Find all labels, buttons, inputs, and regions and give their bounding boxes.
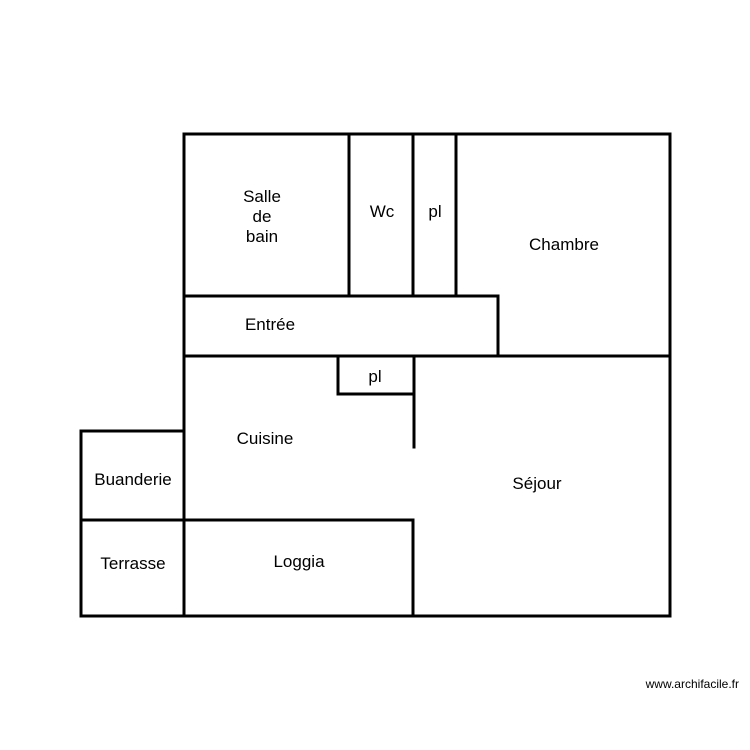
watermark: www.archifacile.fr [645, 677, 739, 691]
label-wc: Wc [370, 202, 395, 221]
label-chambre: Chambre [529, 235, 599, 254]
label-loggia: Loggia [273, 552, 325, 571]
label-entree: Entrée [245, 315, 295, 334]
label-cuisine: Cuisine [237, 429, 294, 448]
room-labels: Salle de bain Wc pl Chambre Entrée pl Cu… [94, 187, 599, 573]
label-salle-de-bain-line-2: de [253, 207, 272, 226]
label-buanderie: Buanderie [94, 470, 172, 489]
label-sejour: Séjour [512, 474, 561, 493]
label-salle-de-bain-line-3: bain [246, 227, 278, 246]
label-placard-2: pl [368, 367, 381, 386]
label-placard-1: pl [428, 202, 441, 221]
label-salle-de-bain-line-1: Salle [243, 187, 281, 206]
label-terrasse: Terrasse [100, 554, 165, 573]
walls [79, 132, 672, 618]
